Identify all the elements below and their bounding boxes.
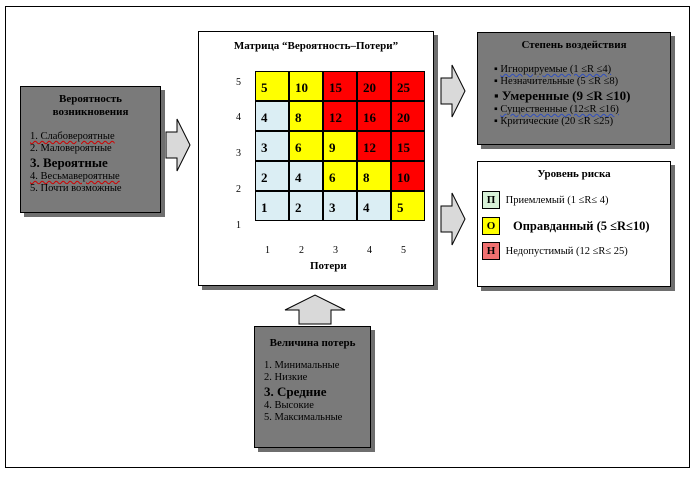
matrix-cell-5-4: 20 [357,71,391,101]
risk-level-row-o: О Оправданный (5 ≤R≤10) [482,217,650,237]
matrix-cell-1-5: 5 [391,191,425,221]
matrix-cell-1-2: 2 [289,191,323,221]
matrix-cell-3-4: 12 [357,131,391,161]
matrix-cell-2-5: 10 [391,161,425,191]
probability-title: Вероятность возникновения [52,93,129,118]
matrix-cell-3-5: 15 [391,131,425,161]
losses-box: Величина потерь 1. Минимальные 2. Низкие… [254,326,371,448]
risk-level-title: Уровень риска [537,168,611,180]
impact-item-5: ▪ Критические (20 ≤R ≤25) [494,116,614,127]
matrix-cell-1-4: 4 [357,191,391,221]
matrix-cell-2-4: 8 [357,161,391,191]
y-tick-1: 1 [236,220,241,231]
impact-item-2: ▪ Незначительные (5 ≤R ≤8) [494,76,619,87]
losses-list: 1. Минимальные 2. Низкие 3. Средние 4. В… [255,350,370,424]
losses-title: Величина потерь [269,337,356,349]
x-tick-3: 3 [333,245,338,256]
losses-item-2: 2. Низкие [264,372,308,383]
impact-title: Степень воздействия [521,39,627,51]
probability-item-5: 5. Почти возможные [30,183,122,194]
risk-level-row-p: П Приемлемый (1 ≤R≤ 4) [482,191,609,209]
impact-item-3: ▪ Умеренные (9 ≤R ≤10) [494,88,631,103]
probability-item-2: 2. Маловероятные [30,143,112,154]
matrix-cell-4-4: 16 [357,101,391,131]
arrow-up-icon [284,294,346,325]
probability-item-4: 4. Весьмавероятные [30,171,120,182]
code-badge-o: О [482,217,500,235]
losses-item-3: 3. Средние [264,384,327,399]
matrix-cell-2-3: 6 [323,161,357,191]
x-tick-1: 1 [265,245,270,256]
matrix-cell-5-3: 15 [323,71,357,101]
matrix-cell-2-2: 4 [289,161,323,191]
losses-item-1: 1. Минимальные [264,360,340,371]
code-badge-p: П [482,191,500,209]
matrix-cell-1-3: 3 [323,191,357,221]
risk-level-row-n: Н Недопустимый (12 ≤R≤ 25) [482,242,628,260]
matrix-cell-4-2: 8 [289,101,323,131]
impact-box: Степень воздействия ▪ Игнорируемые (1 ≤R… [477,32,671,145]
bullet-icon: ▪ [494,76,501,87]
impact-item-1: ▪ Игнорируемые (1 ≤R ≤4) [494,64,612,75]
arrow-to-risk-level-icon [440,192,466,246]
matrix-cell-4-1: 4 [255,101,289,131]
arrow-to-impact-icon [440,64,466,118]
x-tick-2: 2 [299,245,304,256]
matrix-cell-5-2: 10 [289,71,323,101]
x-axis-label: Потери [310,260,347,272]
matrix-cell-3-1: 3 [255,131,289,161]
x-tick-4: 4 [367,245,372,256]
y-tick-3: 3 [236,148,241,159]
bullet-icon: ▪ [494,88,502,103]
x-tick-5: 5 [401,245,406,256]
code-badge-n: Н [482,242,500,260]
probability-item-3: 3. Вероятные [30,155,108,170]
probability-box: Вероятность возникновения 1. Слабовероят… [20,86,161,213]
bullet-icon: ▪ [494,104,501,115]
risk-level-label-n: Недопустимый (12 ≤R≤ 25) [505,245,628,257]
matrix-cell-1-1: 1 [255,191,289,221]
probability-list: 1. Слабовероятные 2. Маловероятные 3. Ве… [21,119,160,195]
matrix-title: Матрица “Вероятность–Потери” [233,40,399,52]
matrix-cell-5-1: 5 [255,71,289,101]
matrix-cell-4-5: 20 [391,101,425,131]
y-tick-4: 4 [236,112,241,123]
risk-level-label-p: Приемлемый (1 ≤R≤ 4) [505,194,609,206]
matrix-cell-2-1: 2 [255,161,289,191]
losses-item-4: 4. Высокие [264,400,314,411]
matrix-cell-3-3: 9 [323,131,357,161]
risk-level-box: Уровень риска [477,161,671,287]
losses-item-5: 5. Максимальные [264,412,343,423]
bullet-icon: ▪ [494,116,501,127]
impact-list: ▪ Игнорируемые (1 ≤R ≤4) ▪ Незначительны… [478,52,670,128]
y-tick-2: 2 [236,184,241,195]
matrix-cell-5-5: 25 [391,71,425,101]
matrix-cell-4-3: 12 [323,101,357,131]
impact-item-4: ▪ Существенные (12≤R ≤16) [494,104,619,115]
risk-level-label-o: Оправданный (5 ≤R≤10) [513,218,650,233]
y-tick-5: 5 [236,77,241,88]
bullet-icon: ▪ [494,64,501,75]
matrix-cell-3-2: 6 [289,131,323,161]
arrow-right-icon [165,118,191,172]
probability-item-1: 1. Слабовероятные [30,131,115,142]
outer-frame [5,6,690,468]
